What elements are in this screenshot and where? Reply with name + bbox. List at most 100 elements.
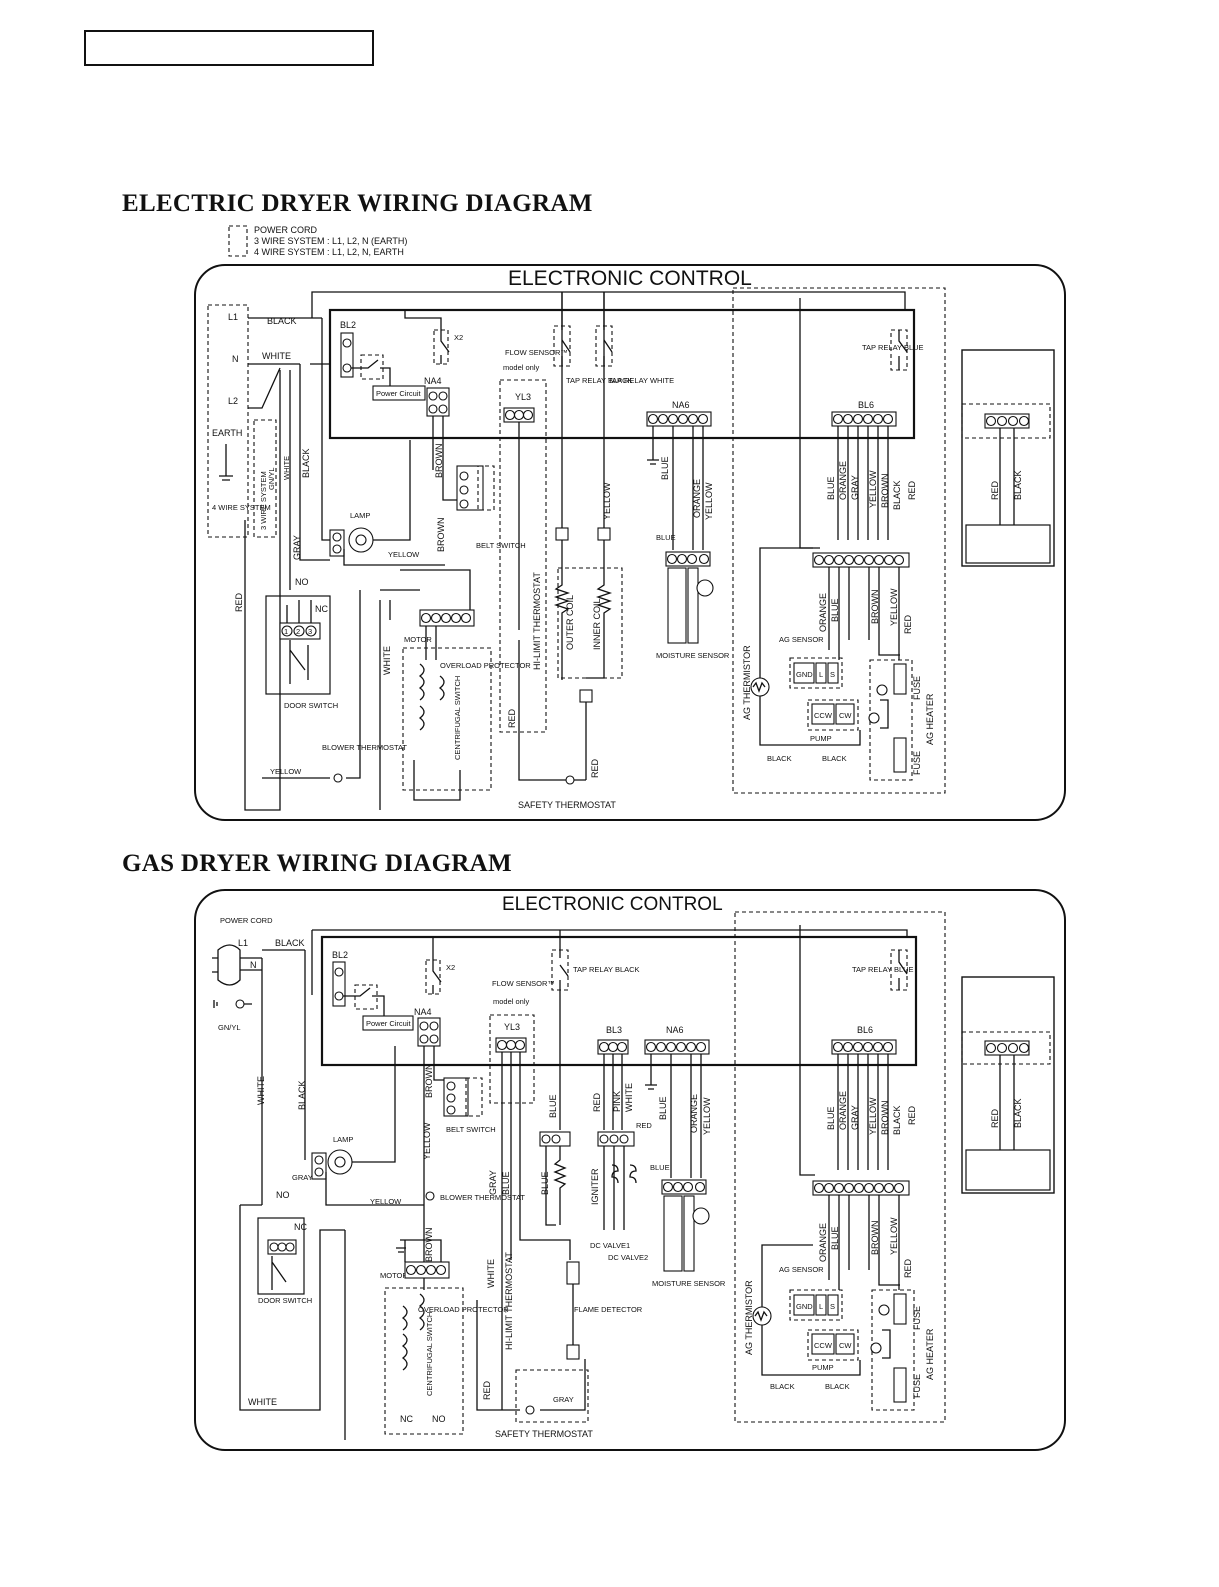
gas-yellow-lamp: YELLOW: [370, 1197, 402, 1206]
legend-line-2: 3 WIRE SYSTEM : L1, L2, N (EARTH): [254, 236, 407, 246]
electric-earth: EARTH: [212, 428, 242, 438]
electric-n: N: [232, 354, 239, 364]
electric-door-switch-label: DOOR SWITCH: [284, 701, 338, 710]
gas-black-1: BLACK: [770, 1382, 795, 1391]
electric-na6: NA6: [672, 400, 690, 410]
gas-nc: NC: [294, 1222, 307, 1232]
electric-na6-pins: [647, 413, 709, 425]
electric-tap-relay-blue: TAP RELAY BLUE: [862, 343, 924, 352]
gas-wire-black: BLACK: [275, 938, 305, 948]
gas-belt-switch: BELT SWITCH: [446, 1125, 496, 1134]
electric-control-board: [328, 308, 916, 440]
electric-gnyl: GN/YL: [267, 467, 276, 490]
electric-ccw: CCW: [814, 711, 833, 720]
electric-x2: X2: [454, 333, 463, 342]
svg-text:1: 1: [284, 627, 288, 636]
gas-diagram-title: GAS DRYER WIRING DIAGRAM: [122, 850, 512, 877]
electric-bl6-gray: GRAY: [850, 475, 860, 500]
electric-bl6-yellow: YELLOW: [868, 470, 878, 508]
electric-cw: CW: [839, 711, 852, 720]
gas-bl6-red: RED: [907, 1105, 917, 1125]
electric-yellow-coil: YELLOW: [602, 482, 612, 520]
electric-outer-coil: OUTER COIL: [565, 595, 575, 650]
electric-power-circuit-label: Power Circuit: [376, 389, 422, 398]
gas-gray: GRAY: [292, 1173, 313, 1182]
electric-gnd: GND: [796, 670, 813, 679]
gas-ag-red: RED: [903, 1258, 913, 1278]
electric-bl6-blue: BLUE: [826, 476, 836, 500]
electric-ag-blue: BLUE: [830, 598, 840, 622]
gas-no-motor: NO: [432, 1414, 446, 1424]
electric-ag-orange: ORANGE: [818, 593, 828, 632]
gas-blower-thermostat: BLOWER THERMOSTAT: [440, 1193, 525, 1202]
gas-ccw: CCW: [814, 1341, 833, 1350]
gas-white-bottom: WHITE: [248, 1397, 277, 1407]
electric-motor: MOTOR: [404, 635, 432, 644]
gas-side-box: [961, 976, 1055, 1194]
electric-black-1: BLACK: [767, 754, 792, 763]
electric-side-black: BLACK: [1013, 470, 1023, 500]
electric-bl6: BL6: [858, 400, 874, 410]
gas-bl3-white: WHITE: [624, 1083, 634, 1112]
electric-side-red: RED: [990, 480, 1000, 500]
electric-bl6-orange: ORANGE: [838, 461, 848, 500]
electric-diagram: POWER CORD 3 WIRE SYSTEM : L1, L2, N (EA…: [194, 225, 1066, 821]
electric-control-title: ELECTRONIC CONTROL: [508, 267, 752, 290]
legend-swatch: [228, 225, 248, 257]
gas-yellow-belt: YELLOW: [422, 1122, 432, 1160]
electric-fuse-1: FUSE: [912, 676, 922, 700]
electric-bl6-pins: [832, 413, 894, 425]
gas-motor-zone: [384, 1287, 464, 1435]
gas-x2: X2: [446, 963, 455, 972]
electric-s: S: [830, 670, 835, 679]
gas-ag-yellow: YELLOW: [889, 1217, 899, 1255]
gas-bl3-red: RED: [592, 1092, 602, 1112]
electric-ag-zone: [732, 287, 946, 794]
gas-yl3-gray: GRAY: [488, 1170, 498, 1195]
gas-ag-heater: AG HEATER: [925, 1328, 935, 1380]
electric-bl2: BL2: [340, 320, 356, 330]
gas-black-2: BLACK: [825, 1382, 850, 1391]
electric-fuse-2: FUSE: [912, 751, 922, 775]
svg-text:3: 3: [308, 627, 312, 636]
gas-yl3-blue: BLUE: [501, 1171, 511, 1195]
electric-na6-blue: BLUE: [660, 456, 670, 480]
electric-hi-limit-zone: [499, 379, 547, 733]
gas-gnyl: GN/YL: [218, 1023, 241, 1032]
gas-ag-thermistor: AG THERMISTOR: [744, 1280, 754, 1355]
electric-side-connector-zone: [961, 403, 1051, 439]
electric-na4: NA4: [424, 376, 442, 386]
gas-bl3: BL3: [606, 1025, 622, 1035]
gas-na4: NA4: [414, 1007, 432, 1017]
electric-yellow-lamp: YELLOW: [388, 550, 420, 559]
electric-moisture-blue: BLUE: [656, 533, 676, 542]
gas-frame: [194, 889, 1066, 1451]
electric-bl6-red: RED: [907, 480, 917, 500]
electric-gray: GRAY: [292, 535, 302, 560]
electric-side-box: [961, 349, 1055, 567]
gas-ag-blue: BLUE: [830, 1226, 840, 1250]
gas-bl2: BL2: [332, 950, 348, 960]
electric-moisture-sensor: MOISTURE SENSOR: [656, 651, 730, 660]
gas-tap-relay-black: TAP RELAY BLACK: [573, 965, 640, 974]
electric-yl3: YL3: [515, 392, 531, 402]
gas-moisture-sensor: MOISTURE SENSOR: [652, 1279, 726, 1288]
gas-bl6-orange: ORANGE: [838, 1091, 848, 1130]
electric-ag-sensor: AG SENSOR: [779, 635, 824, 644]
electric-overload: OVERLOAD PROTECTOR: [440, 661, 531, 670]
gas-no: NO: [276, 1190, 290, 1200]
electric-inner-coil: INNER COIL: [592, 598, 602, 650]
gas-lamp: LAMP: [333, 1135, 353, 1144]
gas-power-cord: POWER CORD: [220, 916, 273, 925]
electric-red-vert: RED: [234, 592, 244, 612]
gas-n: N: [250, 960, 257, 970]
gas-na6: NA6: [666, 1025, 684, 1035]
gas-ag-brown: BROWN: [870, 1221, 880, 1256]
gas-white-hilimit: WHITE: [486, 1259, 496, 1288]
gas-moisture-blue: BLUE: [650, 1163, 670, 1172]
gas-bl6-yellow: YELLOW: [868, 1097, 878, 1135]
gas-flow-sensor: FLOW SENSOR™: [492, 979, 555, 988]
electric-4wire: 4 WIRE SYSTEM: [212, 503, 271, 512]
electric-frame: [194, 264, 1066, 821]
